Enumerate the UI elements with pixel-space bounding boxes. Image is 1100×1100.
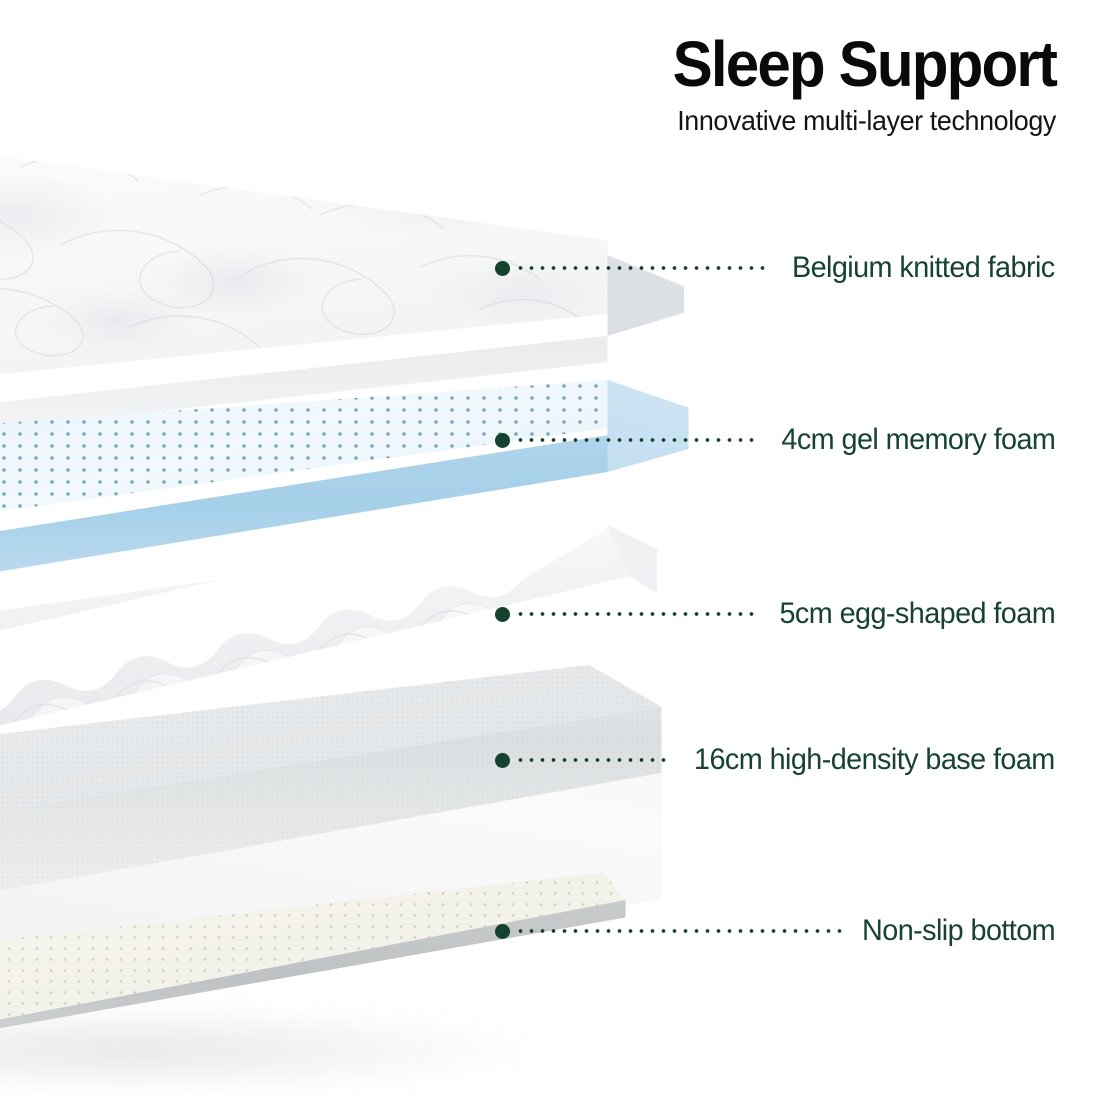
layer-high-density-base-foam [0, 665, 720, 965]
callout-dot-icon [495, 432, 510, 448]
layer-egg-shaped-foam [0, 510, 720, 810]
callout-label-egg: 5cm egg-shaped foam [779, 597, 1055, 630]
egg-right-corner-edge [607, 525, 657, 594]
fabric-top-surface [0, 131, 608, 392]
non-slip-edge [0, 900, 626, 1060]
callout-dot-icon [495, 923, 510, 939]
gel-perforated-surface [0, 380, 608, 536]
page-title: Sleep Support [672, 28, 1058, 100]
egg-foam-body [0, 525, 630, 768]
gel-front-edge [0, 435, 608, 601]
dotted-leader-line [515, 612, 758, 616]
non-slip-dotted-surface [0, 872, 626, 1040]
callout-label-gel: 4cm gel memory foam [781, 423, 1056, 456]
layer-non-slip-bottom [0, 855, 720, 1100]
base-foam-side-face [0, 707, 662, 923]
header: Sleep Support Innovative multi-layer tec… [536, 28, 1058, 137]
dotted-leader-line [515, 266, 772, 270]
callout-dot-icon [495, 752, 510, 768]
egg-crate-bump-pattern [0, 510, 720, 810]
base-foam-front-face [0, 773, 662, 965]
page-subtitle: Innovative multi-layer technology [677, 105, 1056, 136]
dotted-leader-line [515, 929, 844, 933]
callout-dot-icon [495, 606, 510, 622]
layer-belgium-knitted-fabric [0, 95, 720, 425]
bottom-drop-shadow [0, 1005, 550, 1095]
fabric-right-corner-edge [607, 255, 684, 336]
fabric-quilt-swirl-pattern [0, 95, 720, 395]
dotted-leader-line [515, 438, 760, 442]
callout-label-bottom: Non-slip bottom [861, 914, 1056, 947]
fabric-front-edge [0, 335, 608, 425]
callout-label-base: 16cm high-density base foam [694, 743, 1055, 776]
layer-gel-memory-foam [0, 380, 720, 610]
callout-label-fabric: Belgium knitted fabric [792, 251, 1055, 284]
dotted-leader-line [515, 758, 670, 762]
gel-right-corner-edge [607, 380, 689, 472]
base-foam-top-surface [0, 665, 662, 833]
callout-dot-icon [495, 260, 510, 276]
